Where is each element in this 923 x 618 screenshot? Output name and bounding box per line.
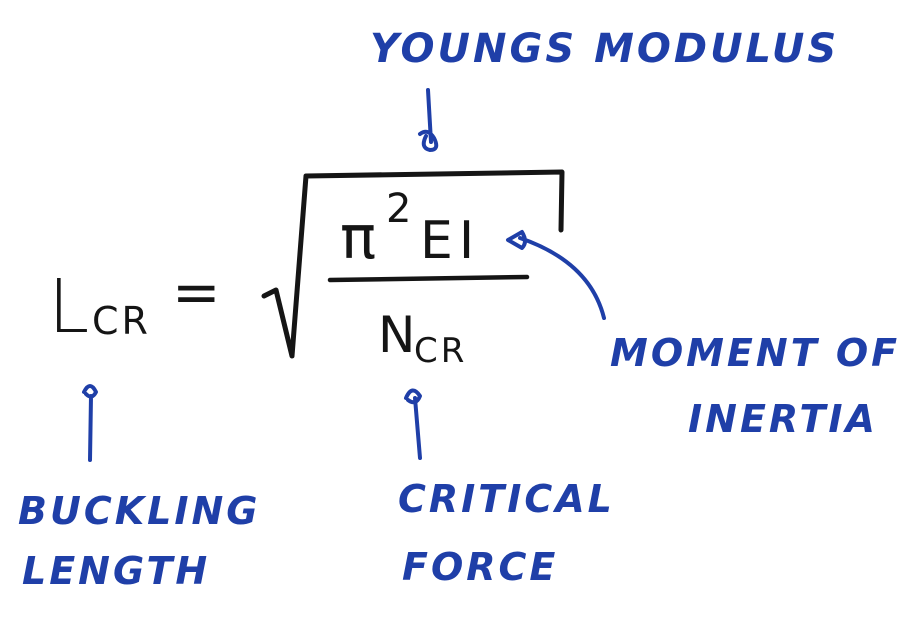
denominator-symbol: N bbox=[378, 306, 415, 364]
label-moment-line2: INERTIA bbox=[688, 397, 878, 441]
arrow-youngs-modulus bbox=[418, 88, 439, 152]
numerator-exponent: 2 bbox=[386, 186, 411, 232]
arrow-buckling-length bbox=[82, 384, 98, 462]
numerator-pi: π bbox=[340, 203, 376, 273]
lhs-subscript: CR bbox=[92, 299, 151, 343]
numerator-ei: EI bbox=[420, 211, 480, 271]
lhs-symbol: L bbox=[48, 264, 92, 350]
label-moment-line1: MOMENT OF bbox=[610, 331, 900, 375]
label-buckling-line2: LENGTH bbox=[22, 549, 210, 593]
label-buckling-line1: BUCKLING bbox=[18, 489, 261, 533]
arrow-critical-force bbox=[404, 388, 422, 460]
square-root-sign bbox=[261, 169, 565, 359]
fraction-bar bbox=[327, 274, 530, 283]
label-youngs-modulus: YOUNGS MODULUS bbox=[370, 26, 839, 72]
label-critical-line2: FORCE bbox=[402, 545, 558, 589]
label-critical-line1: CRITICAL bbox=[398, 477, 615, 521]
equals-sign: = bbox=[172, 258, 221, 326]
arrow-moment-of-inertia bbox=[506, 230, 606, 320]
denominator-subscript: CR bbox=[414, 331, 467, 371]
